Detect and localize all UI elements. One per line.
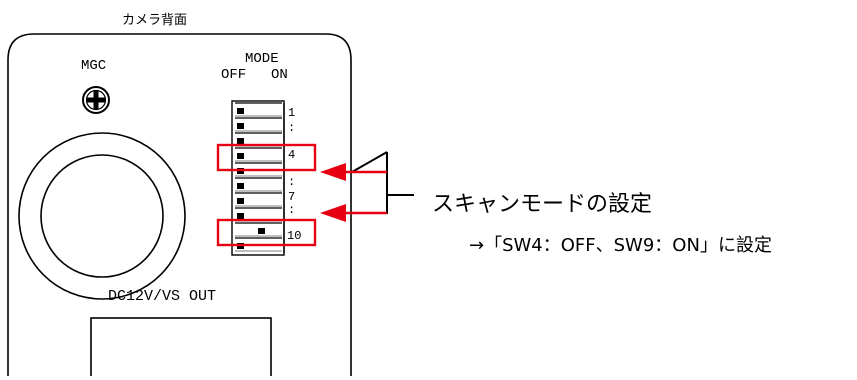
- annotation-title: スキャンモードの設定: [432, 192, 653, 217]
- dip-switch-4: [235, 147, 282, 162]
- switch-on-label: ON: [271, 67, 288, 83]
- callout-group: [216, 143, 414, 247]
- switch-number-4: 4: [288, 148, 296, 162]
- switch-off-label: OFF: [221, 67, 247, 83]
- dip-switch-knob-1: [237, 108, 244, 114]
- dip-switch-knob-2: [237, 123, 244, 129]
- switch-number-10: 10: [287, 229, 302, 243]
- dip-switch-6: [235, 177, 282, 192]
- dip-switch-knob-3: [237, 138, 244, 144]
- connector-label: DC12V/VS OUT: [108, 288, 217, 305]
- highlight-box-sw9: [216, 218, 317, 247]
- dip-switch-block: [231, 100, 285, 256]
- dip-switch-knob-4: [237, 153, 244, 159]
- dip-switch-knob-7: [237, 198, 244, 204]
- arrow-to-sw4: [320, 163, 387, 181]
- switch-number-dots-b: :: [288, 175, 296, 189]
- lens-mount-icon: [18, 132, 186, 300]
- panel-title: カメラ背面: [122, 13, 188, 28]
- dip-switch-7: [235, 192, 282, 207]
- dip-switch-1: [235, 102, 282, 117]
- highlight-box-sw4: [216, 143, 317, 172]
- switch-number-dots-a: :: [288, 121, 296, 135]
- switch-number-dots-c: :: [288, 203, 296, 217]
- mode-label: MODE: [245, 51, 279, 67]
- mgc-label: MGC: [81, 58, 107, 74]
- dip-switch-9: [235, 222, 282, 237]
- dip-switch-knob-9: [258, 228, 265, 234]
- dip-switch-knob-8: [237, 213, 244, 219]
- bracket-diagonal: [351, 151, 388, 173]
- arrow-to-sw9: [320, 204, 387, 222]
- switch-number-7: 7: [288, 190, 296, 204]
- dip-switch-knob-6: [237, 183, 244, 189]
- annotation-detail: →「SW4：OFF、SW9：ON」に設定: [469, 235, 772, 256]
- dip-switch-2: [235, 117, 282, 132]
- dc-connector-port: [90, 317, 272, 380]
- mgc-screw-icon: [82, 86, 110, 114]
- switch-number-1: 1: [288, 106, 296, 120]
- camera-body-outline: [7, 33, 352, 376]
